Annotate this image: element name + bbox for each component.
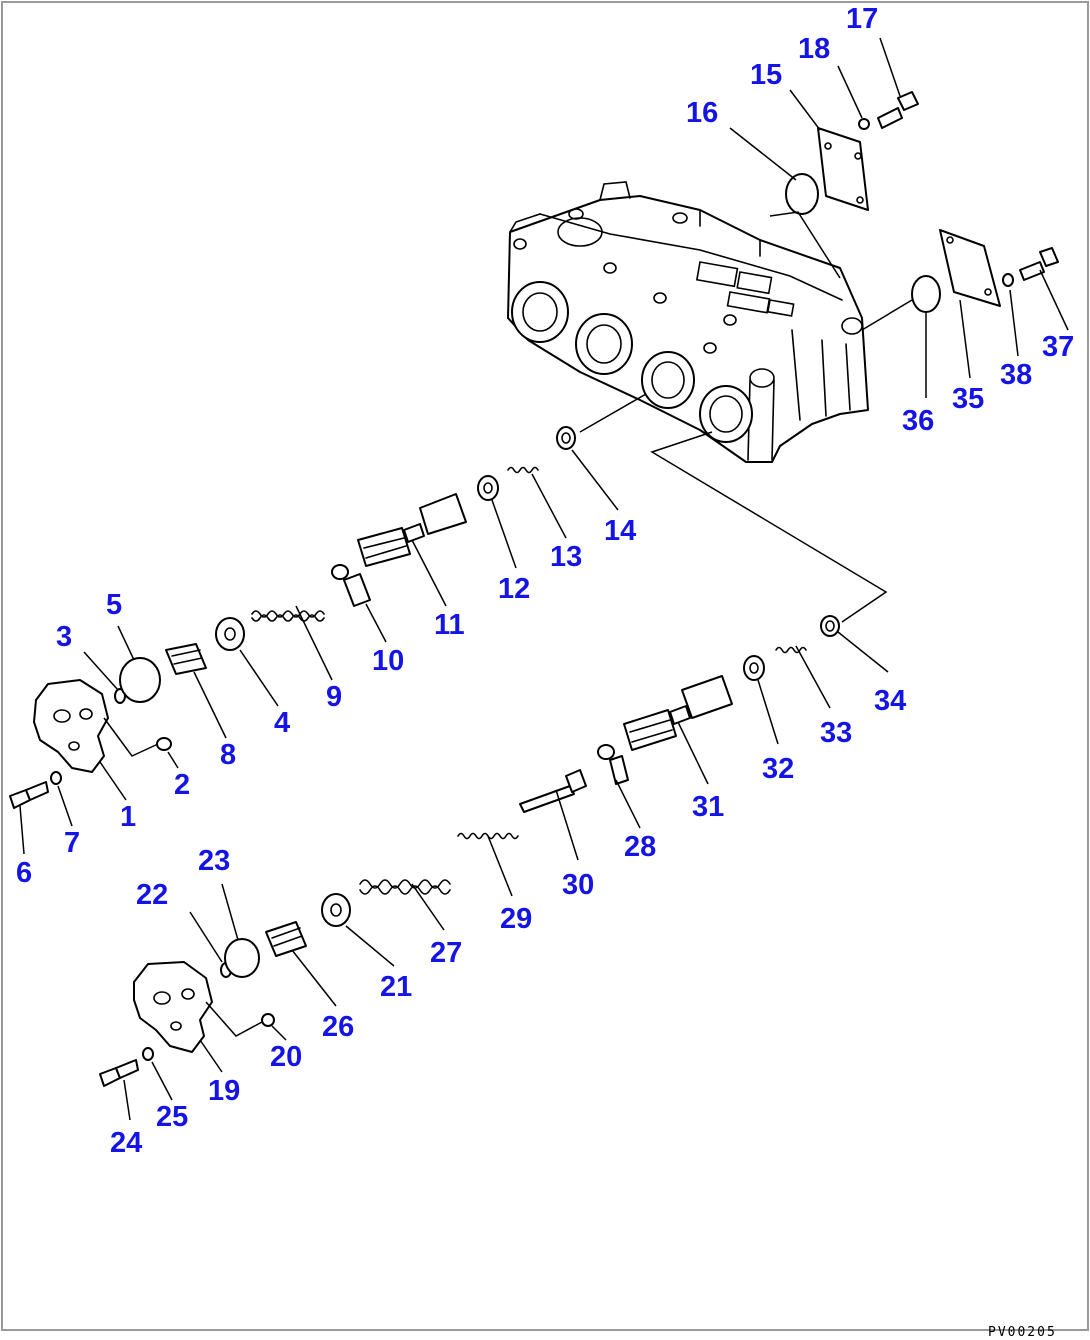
spring-seat-32 (743, 655, 765, 681)
callout-26: 26 (322, 1011, 354, 1043)
washer-38 (1002, 273, 1014, 287)
callout-2: 2 (174, 769, 190, 801)
callout-23: 23 (198, 845, 230, 877)
callout-16: 16 (686, 97, 718, 129)
callout-leaders (19, 37, 1069, 1121)
callout-19: 19 (208, 1075, 240, 1107)
cover-19 (133, 961, 213, 1053)
bolt-37 (1019, 247, 1059, 281)
retainer-8 (165, 643, 207, 675)
plug-2 (156, 737, 172, 751)
stopper-10 (331, 564, 371, 607)
callout-14: 14 (604, 515, 636, 547)
callout-27: 27 (430, 937, 462, 969)
callout-36: 36 (902, 405, 934, 437)
callout-labels: 1 2 3 4 5 6 7 8 9 10 11 12 13 14 15 16 1… (16, 3, 1074, 1159)
retainer-26 (265, 921, 307, 957)
valve-body (507, 181, 869, 463)
spring-9 (251, 610, 325, 622)
callout-25: 25 (156, 1101, 188, 1133)
spool-11 (357, 493, 467, 567)
o-ring-16 (785, 173, 819, 215)
spring-13 (507, 466, 539, 474)
spring-seat-12 (477, 475, 499, 501)
callout-17: 17 (846, 3, 878, 35)
callout-22: 22 (136, 879, 168, 911)
cover-1 (33, 679, 109, 773)
stopper-28 (597, 744, 629, 785)
bolt-17 (877, 91, 919, 129)
callout-10: 10 (372, 645, 404, 677)
seal-5 (119, 657, 161, 703)
callout-28: 28 (624, 831, 656, 863)
washer-18 (858, 118, 870, 130)
spool-31 (623, 675, 733, 751)
plug-20 (261, 1013, 275, 1027)
callout-11: 11 (434, 609, 465, 641)
cover-plate-15 (817, 127, 869, 211)
callout-5: 5 (106, 589, 122, 621)
plug-14 (556, 426, 576, 450)
callout-18: 18 (798, 33, 830, 65)
callout-31: 31 (692, 791, 724, 823)
seat-4 (215, 617, 245, 651)
seal-23 (224, 938, 260, 978)
callout-9: 9 (326, 681, 342, 713)
callout-30: 30 (562, 869, 594, 901)
drawing-code: PV00205 (988, 1325, 1057, 1340)
callout-24: 24 (110, 1127, 142, 1159)
callout-35: 35 (952, 383, 984, 415)
callout-3: 3 (56, 621, 72, 653)
callout-34: 34 (874, 685, 906, 717)
callout-20: 20 (270, 1041, 302, 1073)
callout-4: 4 (274, 707, 290, 739)
callout-7: 7 (64, 827, 80, 859)
callout-1: 1 (120, 801, 136, 833)
bolt-24 (99, 1059, 139, 1087)
bolt-6 (9, 781, 49, 809)
cover-plate-35 (939, 229, 1001, 307)
callout-6: 6 (16, 857, 32, 889)
callout-15: 15 (750, 59, 782, 91)
callout-8: 8 (220, 739, 236, 771)
callout-37: 37 (1042, 331, 1074, 363)
spring-27 (359, 879, 451, 895)
rod-30 (519, 769, 587, 813)
callout-21: 21 (380, 971, 412, 1003)
callout-33: 33 (820, 717, 852, 749)
washer-7 (50, 771, 62, 785)
callout-29: 29 (500, 903, 532, 935)
callout-12: 12 (498, 573, 530, 605)
o-ring-36 (911, 275, 941, 313)
callout-38: 38 (1000, 359, 1032, 391)
washer-25 (142, 1047, 154, 1061)
spring-33 (775, 646, 807, 654)
plug-34 (820, 615, 840, 637)
seat-21 (321, 893, 351, 927)
callout-32: 32 (762, 753, 794, 785)
callout-13: 13 (550, 541, 582, 573)
